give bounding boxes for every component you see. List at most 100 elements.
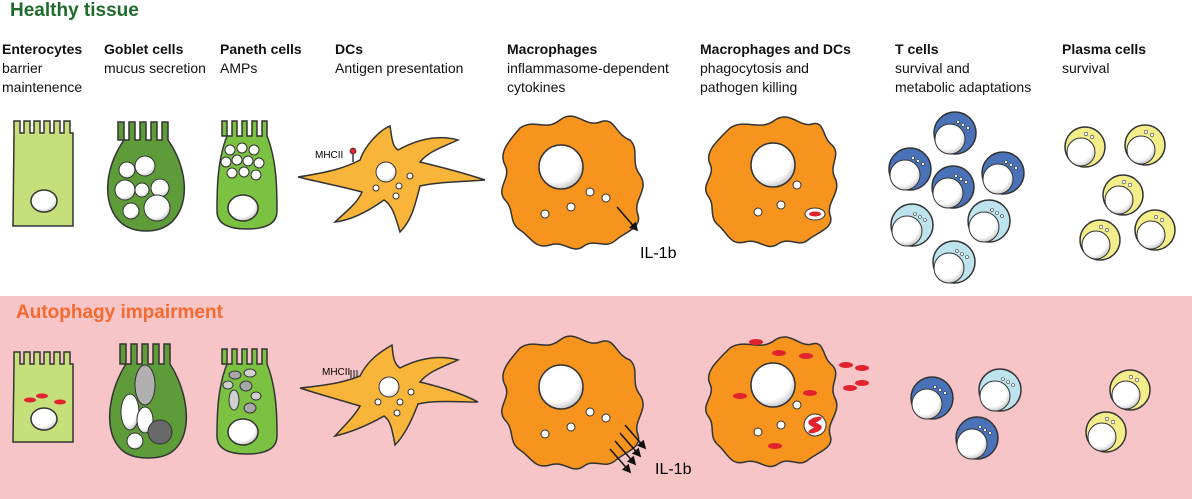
column-name: Macrophages and DCs bbox=[700, 41, 851, 57]
mucus-granule bbox=[134, 155, 156, 177]
vesicle bbox=[585, 407, 595, 417]
column-name: Macrophages bbox=[507, 41, 598, 57]
macrophage-dc-impaired bbox=[705, 336, 869, 468]
amp-granule bbox=[228, 389, 240, 411]
column-description: phagocytosis and pathogen killing bbox=[700, 60, 809, 95]
t-cell bbox=[931, 165, 975, 209]
nucleus bbox=[538, 144, 584, 190]
t-cell bbox=[890, 203, 934, 247]
amp-granule bbox=[250, 391, 262, 401]
amp-granule bbox=[226, 167, 238, 179]
vesicle bbox=[374, 398, 382, 406]
column-description: Antigen presentation bbox=[335, 60, 464, 76]
amp-granule bbox=[242, 155, 254, 167]
bacterium bbox=[54, 399, 66, 405]
column-name: T cells bbox=[895, 41, 939, 57]
vesicle bbox=[776, 200, 786, 210]
column-description: AMPs bbox=[220, 60, 258, 76]
bacterium bbox=[24, 397, 36, 403]
bacterium bbox=[768, 443, 782, 449]
plasma-cell bbox=[1124, 124, 1166, 166]
phagosome bbox=[803, 413, 827, 437]
mhcii-label-impaired: MHCII bbox=[322, 367, 350, 378]
bacterium bbox=[772, 350, 786, 356]
vesicle bbox=[601, 193, 611, 203]
t-cell bbox=[910, 376, 954, 420]
column-name: Goblet cells bbox=[104, 41, 184, 57]
nucleus bbox=[538, 364, 584, 410]
amp-granule bbox=[220, 156, 232, 168]
enterocyte-healthy bbox=[12, 120, 74, 227]
amp-granule bbox=[253, 157, 265, 169]
il1b-arrow bbox=[616, 206, 639, 232]
t-cells-healthy bbox=[888, 111, 1025, 284]
plasma-cells-impaired bbox=[1085, 369, 1151, 453]
mucus-granule bbox=[143, 194, 171, 222]
goblet-cell-impaired bbox=[108, 343, 188, 459]
macrophage-impaired: IL-1b bbox=[501, 335, 692, 478]
vesicle bbox=[792, 400, 802, 410]
t-cell bbox=[888, 147, 932, 191]
nucleus bbox=[750, 142, 796, 188]
amp-granule bbox=[238, 166, 250, 178]
mucus-granule bbox=[134, 182, 150, 198]
column-name: DCs bbox=[335, 41, 364, 57]
il1b-arrow bbox=[609, 448, 632, 474]
column-label-paneth-cells: Paneth cells AMPs bbox=[220, 40, 302, 78]
bacterium bbox=[843, 385, 857, 391]
nucleus bbox=[126, 432, 144, 450]
vesicle bbox=[776, 420, 786, 430]
amp-granule bbox=[243, 368, 257, 378]
nucleus bbox=[30, 407, 58, 431]
column-label-plasma-cells: Plasma cells survival bbox=[1062, 40, 1146, 78]
mhcii-label-healthy: MHCII bbox=[315, 150, 343, 161]
column-name: Plasma cells bbox=[1062, 41, 1147, 57]
amp-granule bbox=[231, 154, 243, 166]
bacterium bbox=[803, 390, 817, 396]
mucus-granule bbox=[122, 202, 140, 220]
dendritic-cell-healthy: MHCII bbox=[297, 124, 486, 234]
t-cell bbox=[955, 416, 999, 460]
antigen bbox=[349, 147, 357, 155]
vesicle bbox=[540, 429, 550, 439]
vesicle bbox=[395, 182, 403, 190]
bacterium bbox=[36, 393, 48, 399]
amp-granule bbox=[243, 402, 257, 414]
column-description: survival and metabolic adaptations bbox=[895, 60, 1032, 95]
t-cell bbox=[933, 111, 977, 155]
nucleus bbox=[227, 194, 259, 222]
mucus-granule bbox=[114, 179, 136, 201]
bacterium bbox=[749, 339, 763, 345]
plasma-cell bbox=[1109, 369, 1151, 411]
column-name: Paneth cells bbox=[220, 41, 302, 57]
column-label-macrophages-and-dcs: Macrophages and DCs phagocytosis and pat… bbox=[700, 40, 851, 97]
nucleus bbox=[378, 376, 400, 398]
vesicle bbox=[407, 388, 415, 396]
amp-granule bbox=[228, 370, 242, 380]
dendritic-cell-impaired: MHCII bbox=[299, 343, 479, 447]
mucus-granule bbox=[120, 393, 140, 431]
plasma-cell bbox=[1134, 209, 1176, 251]
t-cells-impaired bbox=[910, 368, 1022, 460]
bacterium bbox=[799, 353, 813, 359]
plasma-cell bbox=[1079, 219, 1121, 261]
t-cell bbox=[967, 199, 1011, 243]
mucus-granule bbox=[147, 419, 173, 445]
column-label-t-cells: T cells survival and metabolic adaptatio… bbox=[895, 40, 1031, 97]
amp-granule bbox=[222, 380, 234, 390]
plasma-cell bbox=[1102, 174, 1144, 216]
vesicle bbox=[392, 192, 400, 200]
amp-granule bbox=[236, 142, 248, 154]
enterocyte-impaired bbox=[12, 351, 74, 443]
vesicle bbox=[601, 413, 611, 423]
paneth-cell-impaired bbox=[216, 348, 278, 455]
vesicle bbox=[792, 180, 802, 190]
macrophage-healthy: IL-1b bbox=[501, 115, 677, 262]
il1b-arrow bbox=[624, 424, 647, 450]
nucleus bbox=[227, 418, 259, 446]
vesicle bbox=[753, 207, 763, 217]
vesicle bbox=[566, 202, 576, 212]
goblet-cell-healthy bbox=[106, 121, 186, 232]
